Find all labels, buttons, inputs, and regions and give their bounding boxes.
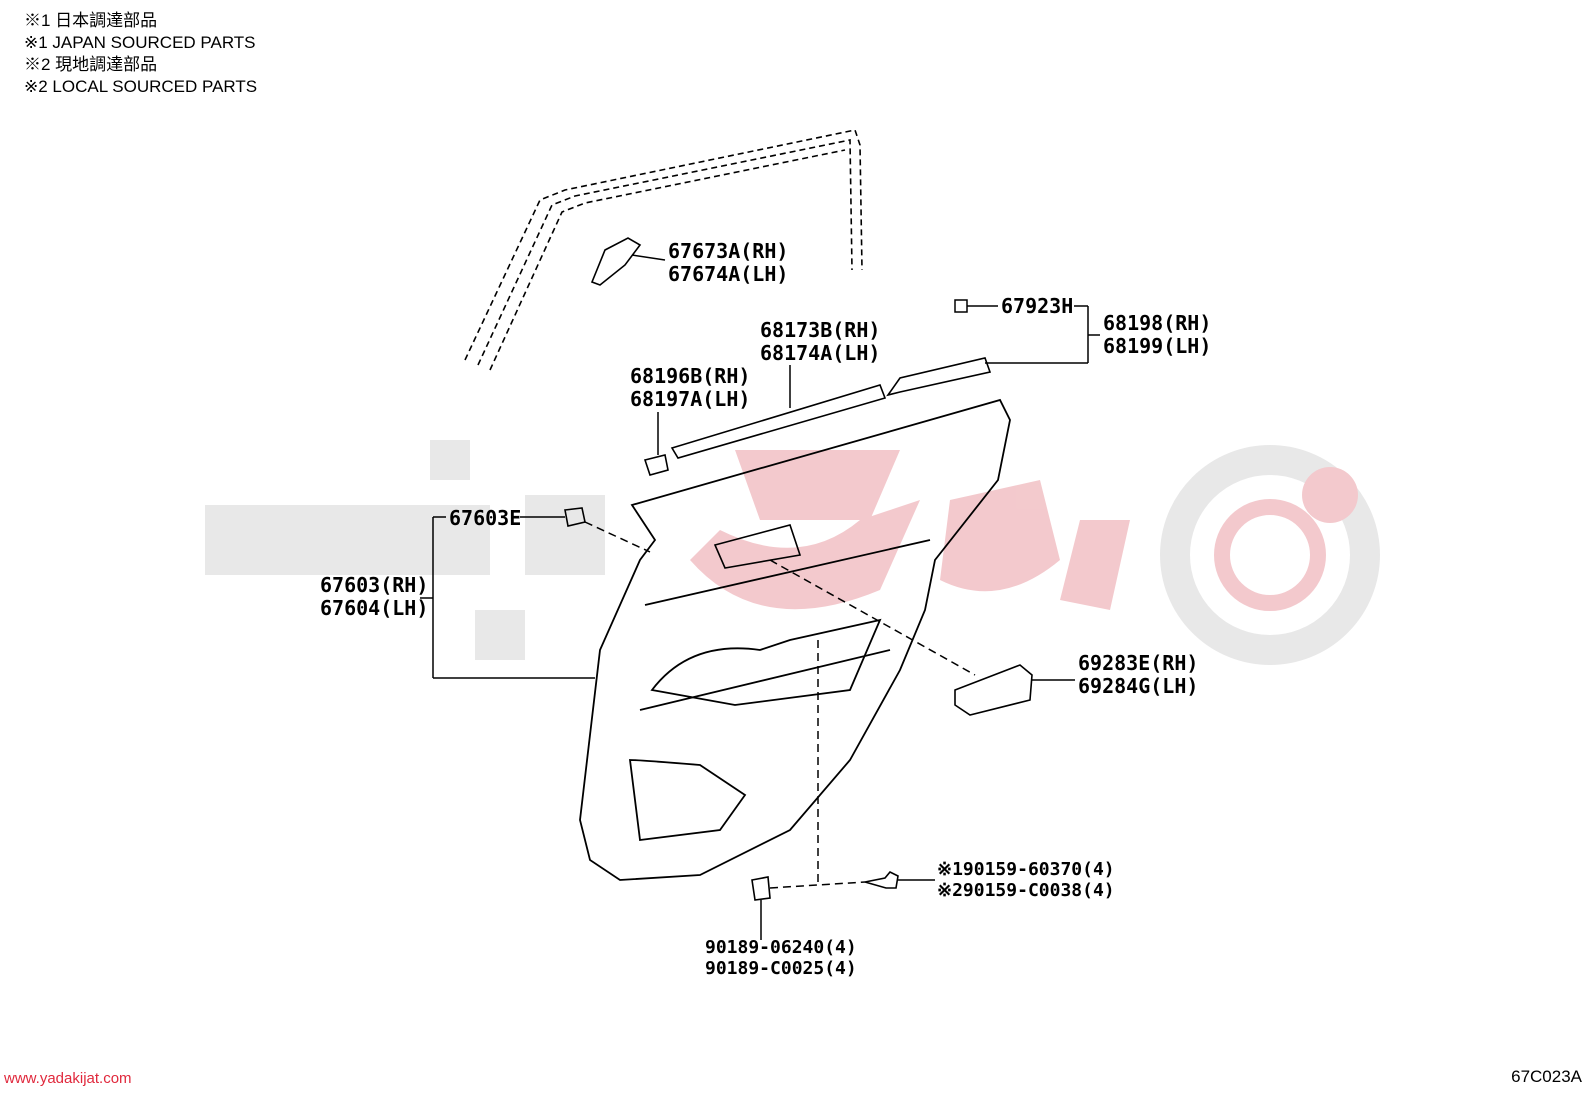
label-67604: 67604(LH) [320,596,428,620]
window-frame-molding [464,129,863,371]
leader-67673a [631,254,666,261]
label-90159-60370: ※190159-60370(4) [937,859,1115,880]
label-90189-06240: 90189-06240(4) [705,937,857,958]
notes-block: ※1 日本調達部品 ※1 JAPAN SOURCED PARTS ※2 現地調達… [24,10,257,98]
label-67603: 67603(RH) [320,573,428,597]
part-67673a-shape [590,237,642,286]
part-90159-screw [864,871,899,889]
label-90159-c0038: ※290159-C0038(4) [937,880,1115,901]
label-69284g: 69284G(LH) [1078,674,1198,698]
part-68198-shape [886,357,992,397]
part-68196b-shape [643,454,669,476]
label-68196b: 68196B(RH) [630,364,750,388]
label-68174a: 68174A(LH) [760,341,880,365]
label-67923h: 67923H [1001,294,1073,318]
part-67923h-shape [954,299,968,313]
label-68199: 68199(LH) [1103,334,1211,358]
label-90189-c0025: 90189-C0025(4) [705,958,857,979]
dashed-screw-horizontal [769,881,866,889]
door-trim-panel [579,398,1011,881]
part-69283e-shape [954,664,1033,716]
website-link[interactable]: www.yadakijat.com [4,1070,132,1087]
handle-bezel [713,524,802,569]
dashed-67603e [584,521,651,553]
note-japan-en: ※1 JAPAN SOURCED PARTS [24,33,256,52]
watermark-logo [205,440,1380,665]
label-68197a: 68197A(LH) [630,387,750,411]
note-local-en: ※2 LOCAL SOURCED PARTS [24,77,258,96]
label-67674a: 67674A(LH) [668,262,788,286]
dashed-69283e [769,559,976,676]
label-67673a: 67673A(RH) [668,239,788,263]
part-68173b-shape [670,384,887,459]
label-69283e: 69283E(RH) [1078,651,1198,675]
label-67603e: 67603E [449,506,521,530]
note-local-jp: ※2 現地調達部品 [24,55,158,74]
part-90189-clip [751,876,771,901]
label-68173b: 68173B(RH) [760,318,880,342]
diagram-code: 67C023A [1511,1067,1582,1086]
label-68198: 68198(RH) [1103,311,1211,335]
note-japan-jp: ※1 日本調達部品 [24,11,158,30]
